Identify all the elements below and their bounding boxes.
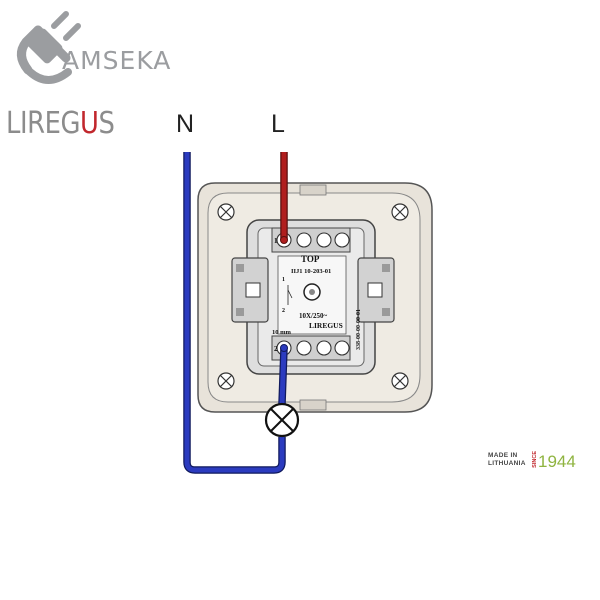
plug-icon — [17, 11, 81, 84]
amseka-logo — [8, 10, 198, 95]
amseka-wordmark: AMSEKA — [62, 46, 172, 75]
liregus-logo: LIREGUS — [6, 106, 115, 141]
pole-2-label: 2 — [282, 308, 285, 314]
strip-length-label: 10 mm — [272, 329, 292, 336]
terminal-2-label: 2 — [274, 345, 278, 353]
terminal-1-label: 1 — [274, 237, 278, 245]
code-label: 338-00-00-00-01 — [356, 309, 362, 350]
switch-mechanism — [231, 219, 395, 375]
load-wire — [278, 236, 288, 405]
lamp-icon — [264, 402, 300, 438]
liregus-suffix: S — [98, 106, 115, 141]
model-label: IIJ1 10-203-01 — [291, 268, 331, 275]
neutral-label: N — [176, 110, 195, 138]
founding-year: 1944 — [538, 452, 576, 471]
corner-screws — [217, 203, 409, 390]
line-label: L — [271, 110, 285, 138]
top-label: TOP — [301, 254, 320, 264]
liregus-accent: U — [80, 106, 99, 141]
made-in-line: MADE IN — [488, 452, 518, 459]
made-in-lithuania: MADE IN LITHUANIA — [488, 452, 526, 467]
rating-label: 10X/250~ — [299, 312, 328, 320]
country-line: LITHUANIA — [488, 459, 526, 467]
pole-1-label: 1 — [282, 277, 285, 283]
maker-label: LIREGUS — [309, 321, 343, 330]
liregus-prefix: LIREG — [6, 106, 81, 141]
neutral-wire — [183, 152, 286, 474]
